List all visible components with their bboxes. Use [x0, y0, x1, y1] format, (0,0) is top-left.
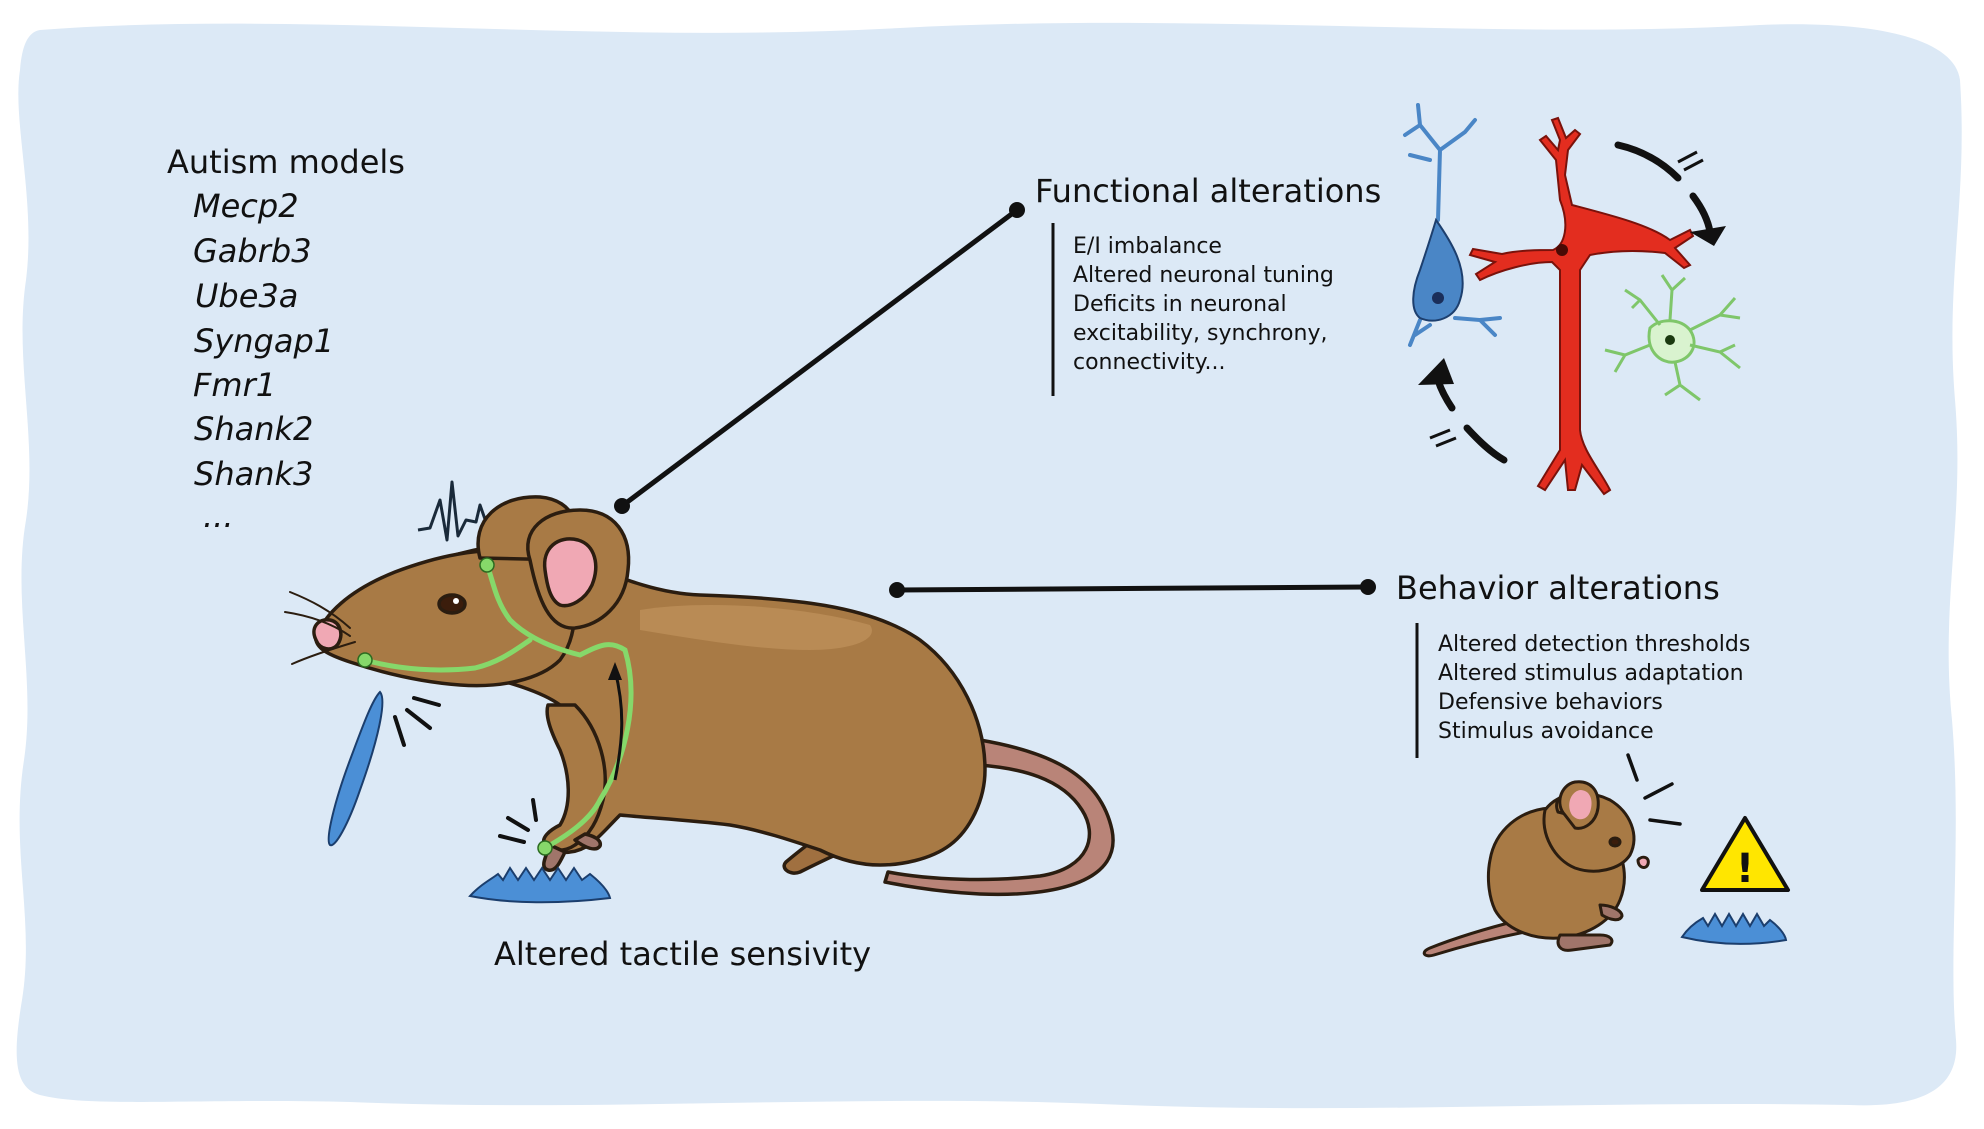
cycle-arrow-heads — [1418, 226, 1726, 385]
behavior-item: Altered stimulus adaptation — [1438, 661, 1744, 686]
filament-probe-icon — [327, 690, 384, 847]
warning-exclamation: ! — [1736, 846, 1754, 892]
gene-label: Ube3a — [195, 277, 299, 315]
behavior-item: Defensive behaviors — [1438, 690, 1663, 715]
mouse-eye — [437, 593, 467, 615]
functional-title: Functional alterations — [1035, 172, 1382, 210]
autism-models-title: Autism models — [167, 143, 405, 181]
background-blob — [16, 22, 1962, 1109]
gene-label: Shank2 — [194, 410, 314, 448]
ascending-arrow-icon — [608, 662, 624, 781]
cycle-arrow-breaks — [1429, 150, 1704, 448]
warning-triangle-icon: ! — [1700, 816, 1790, 892]
textured-stimulus-small-icon — [1680, 912, 1788, 945]
behavior-item: Altered detection thresholds — [1438, 632, 1751, 657]
mouse-tail — [883, 738, 1115, 897]
neuron-red — [1468, 116, 1695, 496]
spike-trace-icon — [417, 480, 497, 542]
connector-functional — [614, 202, 1025, 514]
nerve-nodes — [357, 557, 553, 856]
behavior-title: Behavior alterations — [1396, 569, 1720, 607]
mouse-small-tail — [1422, 918, 1527, 958]
alarm-lines — [1626, 753, 1682, 826]
functional-item: connectivity... — [1073, 350, 1226, 375]
functional-item: excitability, synchrony, — [1073, 321, 1328, 346]
gene-label: Shank3 — [194, 455, 314, 493]
functional-item: Altered neuronal tuning — [1073, 263, 1334, 288]
functional-item: Deficits in neuronal — [1073, 292, 1287, 317]
gene-label: Mecp2 — [193, 187, 299, 225]
tactile-caption: Altered tactile sensivity — [494, 935, 872, 973]
gene-label-ellipsis: ... — [203, 497, 234, 535]
gene-label: Fmr1 — [193, 366, 277, 404]
gene-label: Gabrb3 — [193, 232, 312, 270]
textured-stimulus-icon — [468, 866, 612, 904]
behavior-item: Stimulus avoidance — [1438, 719, 1654, 744]
connector-behavior — [889, 579, 1376, 598]
nerve-pathway — [362, 562, 634, 851]
snout-stim-lines — [393, 696, 441, 747]
paw-stim-lines — [498, 798, 538, 844]
mouse-small — [1422, 780, 1650, 958]
neuron-blue — [1403, 103, 1502, 347]
functional-item: E/I imbalance — [1073, 234, 1222, 259]
gene-label: Syngap1 — [194, 322, 335, 360]
neuron-blue-body — [1412, 217, 1464, 322]
